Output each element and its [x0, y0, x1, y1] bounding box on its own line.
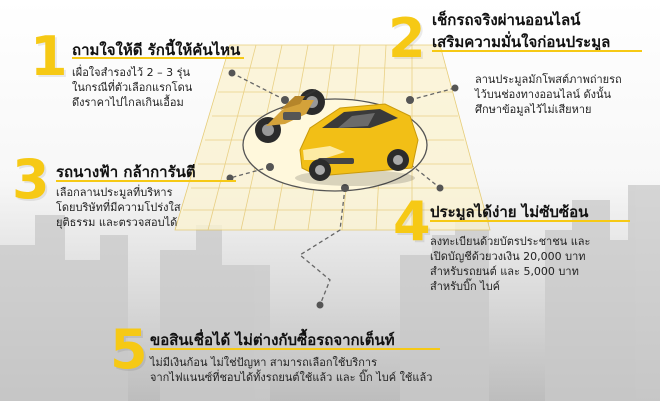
tip-5-line-2: จากไฟแนนซ์ที่ชอบได้ทั้งรถยนต์ใช้แล้ว และ… [150, 371, 433, 384]
tip-3-line-1: เลือกลานประมูลที่บริหาร [56, 186, 173, 199]
tip-1-title: ถามใจให้ดี รักนี้ให้คันไหน [72, 41, 241, 59]
tip-1-number: 1 [30, 25, 68, 88]
tip-4-underline [430, 220, 630, 222]
tip-1-line-1: เผื่อใจสำรองไว้ 2 – 3 รุ่น [72, 66, 191, 79]
tip-2-description: ลานประมูลมักโพสต์ภาพถ่ายรถ ไว้บนช่องทางอ… [475, 72, 622, 117]
tip-2-underline [432, 50, 642, 52]
tip-3-line-2: โดยบริษัทที่มีความโปร่งใส [56, 201, 181, 214]
tip-5-underline [150, 348, 440, 350]
tip-3-number: 3 [12, 148, 50, 211]
tip-1-line-2: ในกรณีที่ตัวเลือกแรกโดน [72, 81, 193, 94]
tip-2-line-3: ศึกษาข้อมูลไว้ไม่เสียหาย [475, 103, 592, 116]
tip-2-number: 2 [388, 7, 426, 70]
tip-2-line-2: ไว้บนช่องทางออนไลน์ ดังนั้น [475, 88, 612, 101]
tip-1-line-3: ดึงราคาไปไกลเกินเอื้อม [72, 96, 184, 109]
tip-4-line-4: สำหรับบิ๊ก ไบค์ [430, 280, 501, 293]
tip-3-description: เลือกลานประมูลที่บริหาร โดยบริษัทที่มีคว… [56, 185, 181, 230]
tip-5-number: 5 [110, 318, 148, 381]
tip-4-line-2: เปิดบัญชีด้วยวงเงิน 20,000 บาท [430, 250, 586, 263]
tip-5-title: ขอสินเชื่อได้ ไม่ต่างกับซื้อรถจากเต็นท์ [150, 331, 395, 349]
tip-3-title: รถนางฟ้า กล้าการันตี [56, 163, 196, 181]
tip-4-title: ประมูลได้ง่าย ไม่ซับซ้อน [430, 203, 589, 221]
tip-4-line-1: ลงทะเบียนด้วยบัตรประชาชน และ [430, 235, 591, 248]
tip-2-title-line-1: เช็กรถจริงผ่านออนไลน์ [432, 11, 581, 29]
tip-4-description: ลงทะเบียนด้วยบัตรประชาชน และ เปิดบัญชีด้… [430, 234, 590, 294]
tip-4-line-3: สำหรับรถยนต์ และ 5,000 บาท [430, 265, 579, 278]
tip-2-title-line-2: เสริมความมั่นใจก่อนประมูล [432, 33, 611, 51]
tip-3-line-3: ยุติธรรม และตรวจสอบได้ [56, 216, 178, 229]
tip-5-description: ไม่มีเงินก้อน ไม่ใช่ปัญหา สามารถเลือกใช้… [150, 355, 432, 385]
tip-4-number: 4 [393, 190, 431, 253]
tip-5-line-1: ไม่มีเงินก้อน ไม่ใช่ปัญหา สามารถเลือกใช้… [150, 356, 377, 369]
tip-2-line-1: ลานประมูลมักโพสต์ภาพถ่ายรถ [475, 73, 622, 86]
city-skyline [0, 185, 660, 401]
tip-3-underline [56, 180, 236, 182]
tip-1-description: เผื่อใจสำรองไว้ 2 – 3 รุ่น ในกรณีที่ตัวเ… [72, 65, 192, 110]
motorcycle-illustration [255, 89, 325, 143]
tip-1-underline [72, 57, 244, 59]
car-illustration [295, 103, 419, 186]
